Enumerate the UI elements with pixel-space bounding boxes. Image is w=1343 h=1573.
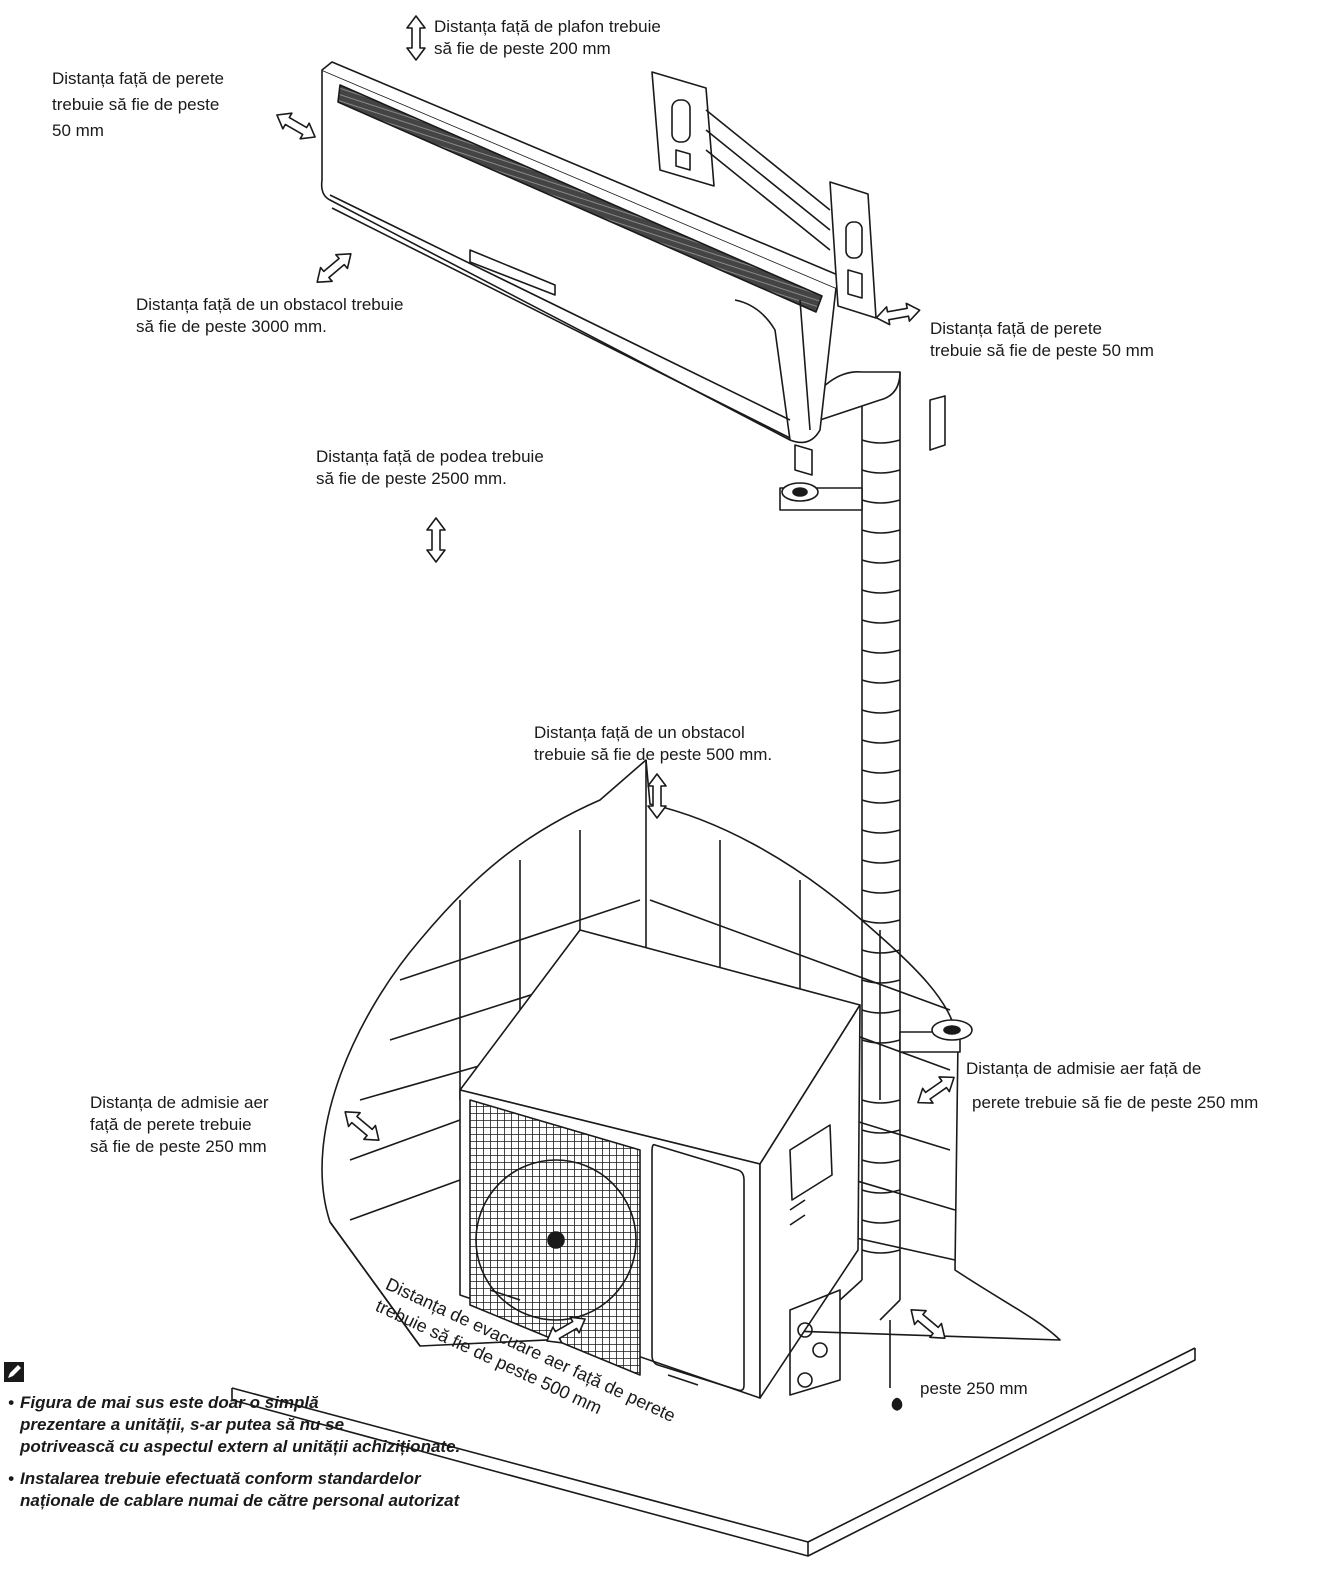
double-arrow-icon xyxy=(426,517,446,563)
double-arrow-icon xyxy=(873,300,923,328)
label-obstacle-500: Distanța față de un obstacol trebuie să … xyxy=(534,723,773,764)
mounting-plate xyxy=(651,71,877,319)
double-arrow-icon xyxy=(406,15,426,61)
label-intake-left: Distanța de admisie aer față de perete t… xyxy=(90,1093,269,1156)
double-arrow-icon xyxy=(271,106,321,146)
label-left-wall-clearance: Distanța față de perete trebuie să fie d… xyxy=(52,69,225,140)
label-floor-clearance: Distanța față de podea trebuie să fie de… xyxy=(316,447,544,488)
pencil-note-icon xyxy=(4,1362,24,1382)
double-arrow-icon xyxy=(310,246,358,290)
label-obstacle-3000: Distanța față de un obstacol trebuie să … xyxy=(136,295,404,336)
outdoor-unit xyxy=(459,929,861,1399)
label-intake-right-line1: Distanța de admisie aer față de xyxy=(966,1059,1202,1078)
note-item: •Instalarea trebuie efectuată conform st… xyxy=(8,1469,460,1510)
label-ceiling-clearance: Distanța față de plafon trebuie să fie d… xyxy=(434,17,661,58)
indoor-unit xyxy=(320,61,846,476)
label-over-250: peste 250 mm xyxy=(920,1379,1028,1398)
label-right-wall-clearance: Distanța față de perete trebuie să fie d… xyxy=(930,319,1154,360)
pipe-bundle xyxy=(779,371,973,1411)
notes: •Figura de mai sus este doar o simplă pr… xyxy=(8,1392,608,1522)
floor-slab xyxy=(231,1347,1196,1557)
note-item: •Figura de mai sus este doar o simplă pr… xyxy=(8,1393,461,1456)
label-intake-right-line2: perete trebuie să fie de peste 250 mm xyxy=(972,1093,1259,1112)
